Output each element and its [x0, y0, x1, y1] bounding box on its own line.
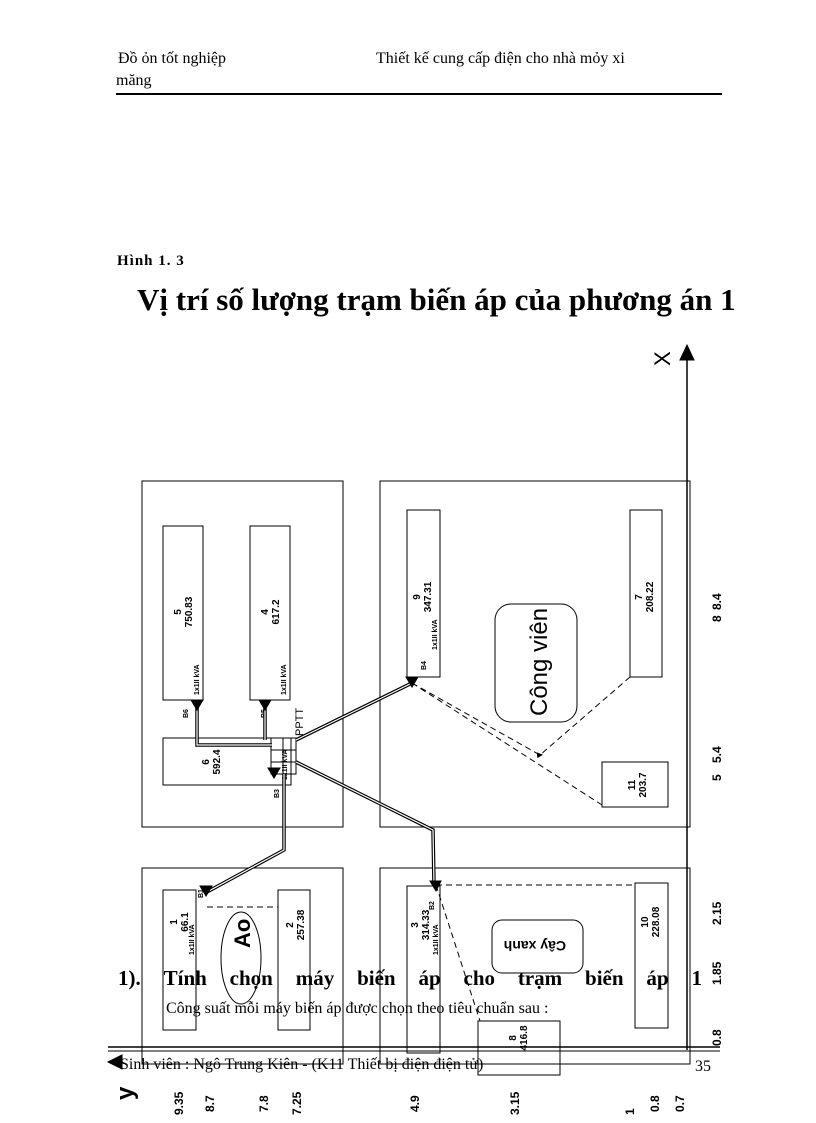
workshop-label: 6592.4	[201, 749, 223, 774]
x-tick: 8.4	[710, 593, 724, 610]
station-label: B1	[198, 889, 205, 898]
y-tick: 7.8	[257, 1095, 271, 1112]
green-area	[491, 919, 584, 974]
block-top-left	[141, 480, 344, 828]
workshop-label: 4617.2	[260, 599, 282, 624]
workshop-1	[162, 889, 197, 1031]
heading-word: biến	[357, 966, 396, 990]
cable-routes-inner	[196, 682, 435, 893]
y-tick: 7.25	[290, 1091, 304, 1115]
y-tick: 9.35	[172, 1091, 186, 1115]
x-tick: 5.4	[710, 746, 724, 763]
station-b4-symbol	[405, 676, 419, 688]
x-axis-arrow	[679, 343, 695, 361]
rating-label: 1x1II kVA	[281, 664, 288, 695]
pond-label: Ao	[230, 919, 255, 948]
y-tick: 0.7	[673, 1095, 687, 1112]
workshop-5	[162, 525, 204, 701]
y-tick: 4.9	[408, 1095, 422, 1112]
workshop-9	[406, 509, 441, 678]
heading-word: cho	[463, 966, 496, 990]
x-tick: 2.15	[710, 901, 724, 925]
rating-label: 1x1II kVA	[433, 924, 440, 955]
rating-label: 1x1II kVA	[282, 749, 289, 780]
park-label: Công viên	[526, 608, 553, 716]
station-label: B3	[274, 789, 281, 798]
y-tick: 3.15	[508, 1091, 522, 1115]
block-bottom-right	[379, 867, 691, 1065]
workshop-label: 2257.38	[285, 909, 307, 940]
header-rule	[116, 93, 722, 95]
heading-word: chọn	[229, 966, 273, 990]
heading-word: biến	[585, 966, 624, 990]
heading-word: áp	[646, 966, 669, 990]
workshop-label: 166.1	[169, 912, 191, 932]
workshop-label: 9347.31	[412, 581, 434, 612]
x-tick: 0.8	[710, 1029, 724, 1046]
section-heading: 1). Tính chọn máy biến áp cho trạm biến …	[118, 966, 702, 991]
workshop-label: 8416.8	[508, 1025, 530, 1050]
green-label: Cây xanh	[504, 938, 566, 954]
x-axis-label: X	[650, 351, 675, 366]
page-number: 35	[695, 1058, 711, 1075]
station-b3-symbol	[267, 767, 281, 779]
rating-label: 1x1II kVA	[432, 619, 439, 650]
heading-word: trạm	[517, 966, 563, 990]
y-tick: 1	[623, 1108, 637, 1115]
workshop-label: 5750.83	[173, 596, 195, 627]
park-area	[494, 603, 578, 723]
workshop-label: 7208.22	[634, 581, 656, 612]
x-tick: 8	[710, 615, 724, 622]
station-label: B6	[183, 709, 190, 718]
y-tick: 8.7	[203, 1095, 217, 1112]
rating-label: 1x1II kVA	[189, 924, 196, 955]
workshop-11	[601, 761, 669, 808]
header-right: Thiết kế cung cấp điện cho nhà mỏy xi	[376, 50, 625, 67]
y-tick: 0.8	[648, 1095, 662, 1112]
y-axis-arrow	[106, 1054, 123, 1070]
workshop-label: 11203.7	[627, 772, 649, 797]
workshop-10	[634, 882, 669, 1029]
section-body: Công suất mỗi máy biến áp được chọn theo…	[166, 1000, 549, 1017]
y-axis-label: y	[112, 1086, 139, 1100]
pond-area	[220, 911, 262, 1005]
station-label: B2	[429, 901, 436, 910]
workshop-label: 10228.08	[640, 906, 662, 937]
workshop-7	[629, 509, 663, 678]
block-top-right	[379, 480, 691, 828]
header-left-continued: măng	[116, 72, 152, 89]
block-bottom-left	[141, 867, 344, 1065]
heading-word: 1).	[118, 966, 141, 990]
workshop-2	[277, 889, 311, 1031]
footer-text: Sinh viên : Ngô Trung Kiên - (K11 Thiết …	[120, 1056, 484, 1073]
low-voltage-lines	[207, 676, 635, 1022]
workshop-3	[406, 885, 441, 1054]
heading-word: 1	[691, 966, 702, 990]
pptt-label: PPTT	[294, 708, 306, 736]
x-tick: 5	[710, 774, 724, 781]
heading-word: máy	[295, 966, 335, 990]
rating-label: 1x1II kVA	[194, 664, 201, 695]
station-b6-symbol	[190, 699, 204, 711]
heading-word: áp	[418, 966, 441, 990]
workshop-8	[477, 1020, 561, 1076]
heading-word: Tính	[163, 966, 207, 990]
station-b2-symbol	[429, 880, 442, 893]
x-tick: 1.85	[710, 961, 724, 985]
figure-label: Hình 1. 3	[117, 253, 185, 269]
cable-routes	[195, 681, 436, 894]
station-b5-symbol	[258, 699, 272, 711]
station-label: B4	[421, 661, 428, 670]
station-b1-symbol	[199, 885, 213, 897]
header-left: Đồ ỏn tốt nghiệp	[118, 50, 226, 67]
figure-title: Vị trí số lượng trạm biến áp của phương …	[137, 282, 736, 317]
workshop-label: 3314.33	[410, 909, 432, 940]
